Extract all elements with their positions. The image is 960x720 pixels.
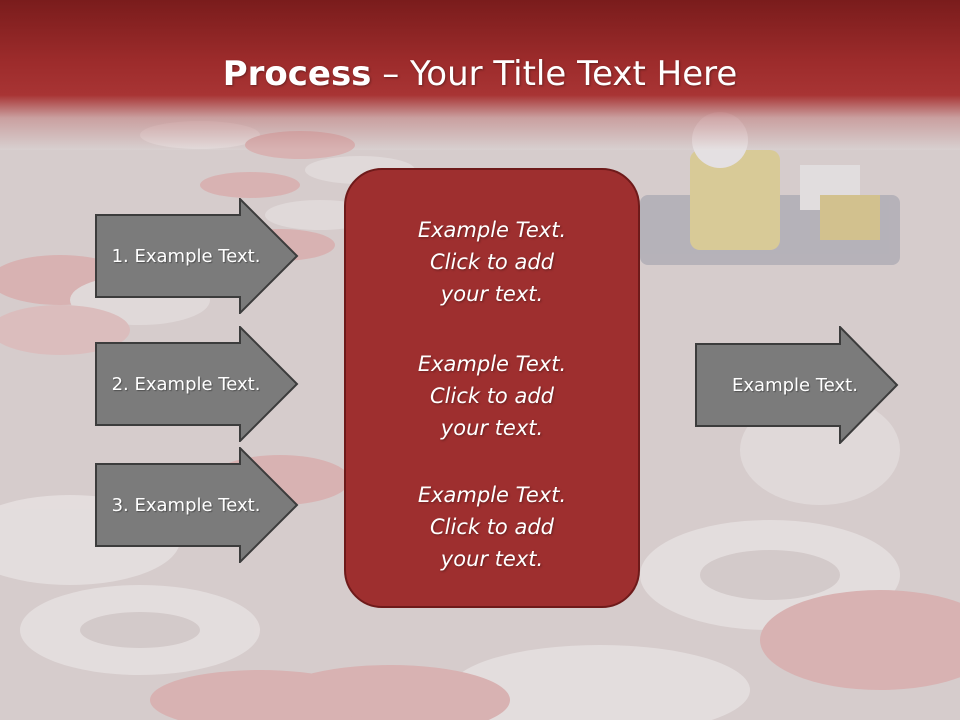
right-arrow-icon xyxy=(695,326,899,444)
slide-title[interactable]: Process – Your Title Text Here xyxy=(0,52,960,96)
right-arrow-icon xyxy=(95,447,299,563)
output-arrow-label: Example Text. xyxy=(732,374,858,396)
right-arrow-icon xyxy=(95,326,299,442)
title-banner xyxy=(0,0,960,150)
output-arrow[interactable]: Example Text. xyxy=(695,326,899,444)
step-arrow-3[interactable]: 3. Example Text. xyxy=(95,447,299,563)
center-text-block-3[interactable]: Example Text. Click to add your text. xyxy=(417,483,567,571)
step-arrow-label: 3. Example Text. xyxy=(111,494,261,516)
center-text-block-2[interactable]: Example Text. Click to add your text. xyxy=(417,352,567,440)
right-arrow-icon xyxy=(95,198,299,314)
step-arrow-2[interactable]: 2. Example Text. xyxy=(95,326,299,442)
title-rest: – Your Title Text Here xyxy=(371,54,738,94)
tire-stack-bottom xyxy=(0,395,960,720)
step-arrow-label: 2. Example Text. xyxy=(111,373,261,395)
step-arrow-1[interactable]: 1. Example Text. xyxy=(95,198,299,314)
step-arrow-label: 1. Example Text. xyxy=(111,245,261,267)
process-center-box[interactable]: Example Text. Click to add your text. Ex… xyxy=(344,168,640,608)
center-text-block-1[interactable]: Example Text. Click to add your text. xyxy=(417,218,567,306)
title-bold: Process xyxy=(222,54,372,94)
